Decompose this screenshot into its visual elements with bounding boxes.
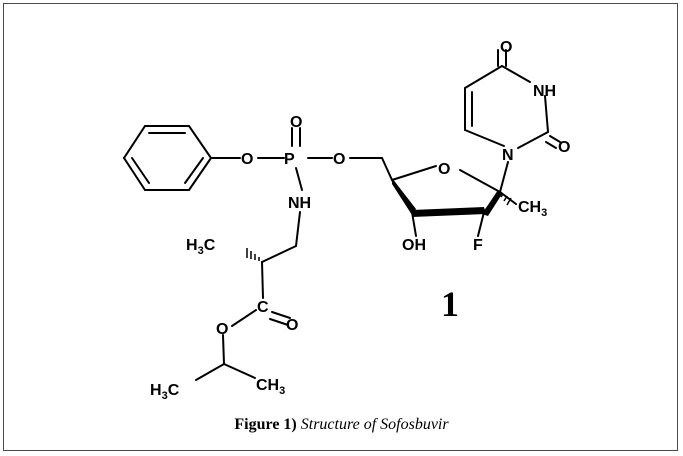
atom-n-ring: N bbox=[502, 147, 514, 164]
atom-o-ester: O bbox=[216, 321, 228, 338]
atom-c-carbonyl: C bbox=[257, 299, 269, 316]
atom-o-ring2: O bbox=[558, 139, 570, 156]
atom-o-ester-link: O bbox=[333, 151, 345, 168]
caption-label: Figure 1) bbox=[234, 416, 297, 433]
compound-number: 1 bbox=[441, 284, 459, 324]
figure-caption: Figure 1) Structure of Sofosbuvir bbox=[0, 416, 683, 434]
caption-text: Structure of Sofosbuvir bbox=[300, 416, 449, 433]
atom-oh: OH bbox=[402, 237, 426, 254]
atom-o-phenoxy: O bbox=[241, 151, 253, 168]
hashed-bond-methyl bbox=[246, 248, 260, 261]
atom-h3c-isopropyl: H3C bbox=[150, 382, 180, 402]
uracil-ring bbox=[464, 65, 549, 149]
atom-nh-amide: NH bbox=[288, 195, 311, 212]
hashed-bond-sugar-methyl bbox=[500, 193, 512, 206]
atom-h3c-methyl: H3C bbox=[186, 237, 216, 257]
figure-frame bbox=[3, 3, 678, 451]
atom-o-keto: O bbox=[500, 39, 512, 56]
atom-f: F bbox=[473, 237, 483, 254]
atom-nh-ring: NH bbox=[533, 83, 556, 100]
atom-o-sugar: O bbox=[438, 161, 450, 178]
atom-ch3-sugar: CH3 bbox=[518, 199, 547, 219]
phenyl-ring bbox=[123, 125, 212, 191]
furanose-bold-edge bbox=[392, 178, 502, 217]
atom-p: P bbox=[284, 151, 295, 168]
atom-o-carbonyl: O bbox=[286, 317, 298, 334]
atom-o-phosphoryl: O bbox=[290, 114, 302, 131]
atom-ch3-isopropyl: CH3 bbox=[256, 377, 285, 397]
